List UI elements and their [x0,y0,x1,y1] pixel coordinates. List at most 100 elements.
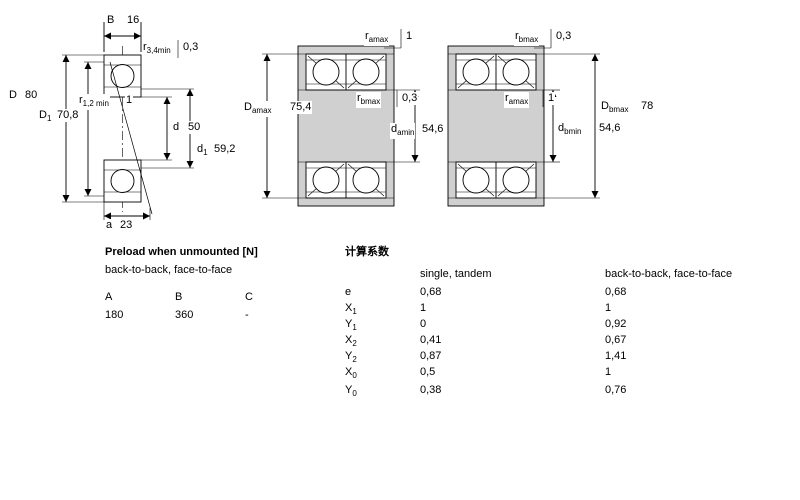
dim-label-dbmin: dbmin [557,122,583,138]
dim-symbol: B [107,14,115,26]
factor-value-paired: 1 [605,366,612,378]
dim-symbol: a [106,219,113,231]
dim-label-D1: D1 [38,109,53,125]
factor-value-paired: 0,67 [605,334,627,346]
factor-value-single-tandem: 0,41 [420,334,442,346]
dim-symbol: r [143,41,147,53]
bearing-ball [502,166,530,194]
dim-symbol: d [197,143,204,155]
dim-label-d: d [172,121,181,137]
dim-symbol: D [39,109,47,121]
factors-col2-header: back-to-back, face-to-face [605,268,733,280]
dim-value-width-B: 16 [126,14,141,27]
bearing-ball [462,58,490,86]
factor-value-single-tandem: 0 [420,318,427,330]
bearing-ball [312,166,340,194]
preload-table-subtitle: back-to-back, face-to-face [105,264,233,276]
dim-value-rbmax: 0,3 [401,92,419,105]
dim-symbol: D [244,101,252,113]
dim-subscript: amax [508,97,529,106]
dim-label-r12: r1,2 min [78,94,110,110]
bearing-ball [110,64,135,88]
factor-symbol: Y2 [345,350,357,364]
dim-subscript: amax [251,106,272,115]
factor-value-single-tandem: 1 [420,302,427,314]
factor-value-paired: 1 [605,302,612,314]
factor-symbol: X0 [345,366,357,380]
dim-symbol: r [505,92,509,104]
dim-subscript: 3,4min [146,46,171,55]
dim-label-Dbmax: Dbmax [600,100,630,116]
dim-symbol: d [173,121,180,133]
dim-label-D: D [8,89,18,105]
dim-symbol: r [357,92,361,104]
dim-label-a: a [105,219,114,235]
dim-subscript: 1 [203,148,208,157]
dim-symbol: D [9,89,17,101]
dim-subscript: amax [368,35,389,44]
dim-value-dbmin: 54,6 [598,122,622,135]
dim-label-d1: d1 [196,143,209,159]
dim-label-ramax: ramax [504,92,530,108]
dim-value-D1: 70,8 [56,109,80,122]
dim-value-ramax-top: 1 [405,30,414,43]
bearing-ball [110,169,135,193]
dim-label-width-B: B [106,14,116,30]
dim-value-Damax: 75,4 [289,101,313,114]
bearing-ball [312,58,340,86]
dim-subscript: bmax [360,97,381,106]
preload-value-A: 180 [105,309,124,321]
preload-value-B: 360 [175,309,194,321]
dim-value-d1: 59,2 [213,143,237,156]
preload-column-header-B: B [175,291,183,303]
preload-table-title: Preload when unmounted [N] [105,246,258,258]
dim-subscript: 1 [46,114,52,123]
dim-value-d: 50 [187,121,202,134]
dim-label-Damax: Damax [243,101,273,117]
paired-bearings-right-figure [447,29,600,207]
single-bearing-cross-section [62,22,194,220]
factor-symbol: e [345,286,352,298]
factor-symbol: Y0 [345,384,357,398]
dim-subscript: bmax [518,35,539,44]
dim-value-Dbmax: 78 [640,100,655,113]
dim-label-damin: damin [390,123,416,139]
dim-subscript: bmin [564,127,582,136]
dim-label-rbmax-top: rbmax [514,30,540,46]
dim-symbol: d [391,123,398,135]
bearing-ball [352,58,380,86]
bearing-ball [502,58,530,86]
bearing-ball [462,166,490,194]
factor-value-paired: 0,68 [605,286,627,298]
preload-column-header-A: A [105,291,113,303]
factor-value-single-tandem: 0,68 [420,286,442,298]
dim-value-r34: 0,3 [182,41,200,54]
bearing-ball [352,166,380,194]
dim-symbol: D [601,100,609,112]
factor-symbol: Y1 [345,318,357,332]
dim-label-rbmax: rbmax [356,92,382,108]
dim-label-r34: r3,4min [142,41,172,57]
factors-col1-header: single, tandem [420,268,492,280]
dim-symbol: r [515,30,519,42]
preload-column-header-C: C [245,291,253,303]
dim-subscript: 1,2 min [82,99,109,108]
paired-bearings-left-figure [262,29,420,207]
factor-value-paired: 1,41 [605,350,627,362]
factor-symbol: X2 [345,334,357,348]
dim-label-ramax-top: ramax [364,30,390,46]
dim-symbol: r [79,94,83,106]
dim-symbol: r [365,30,369,42]
factor-value-single-tandem: 0,87 [420,350,442,362]
factor-value-paired: 0,92 [605,318,627,330]
factor-value-paired: 0,76 [605,384,627,396]
dim-subscript: amin [397,128,415,137]
factor-value-single-tandem: 0,38 [420,384,442,396]
dim-value-D: 80 [24,89,39,102]
dim-value-ramax: 1 [547,92,556,105]
dim-subscript: bmax [608,105,629,114]
factor-symbol: X1 [345,302,357,316]
dim-value-a: 23 [119,219,134,232]
